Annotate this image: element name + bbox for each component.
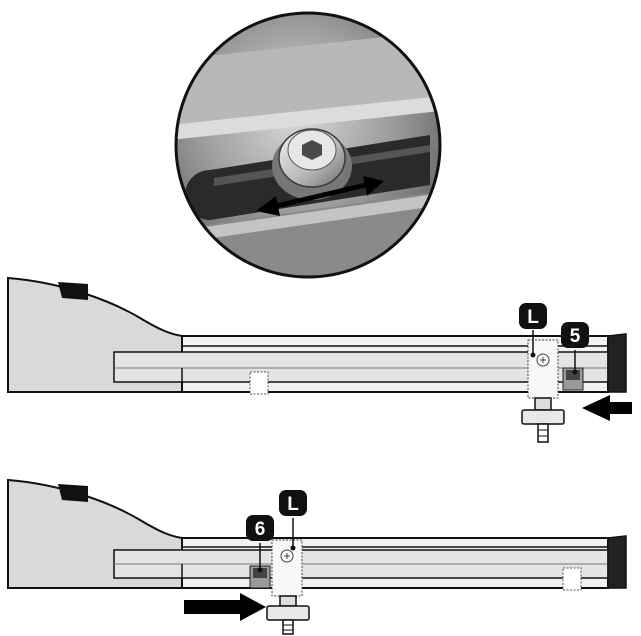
- callout-top-lock-label: L: [527, 307, 539, 328]
- callout-top-stop: 5: [561, 322, 589, 375]
- callout-bottom-lock: L: [279, 490, 307, 551]
- hex-socket-screw: [272, 128, 352, 200]
- bolt-assembly-top: [521, 397, 565, 443]
- rail-assembly-top: L 5: [7, 276, 632, 443]
- callout-top-lock: L: [519, 303, 547, 358]
- stop-block-top: [562, 367, 584, 391]
- callout-bottom-lock-label: L: [287, 494, 299, 515]
- carriage-block-bottom: [271, 539, 303, 597]
- double-headed-arrow-icon: [256, 176, 384, 216]
- right-arrow-icon: [184, 593, 266, 621]
- callout-bottom-stop: 6: [246, 515, 274, 573]
- right-arrow-icon: [582, 395, 632, 421]
- callout-bottom-stop-label: 6: [255, 519, 266, 540]
- bolt-assembly-bottom: [266, 595, 310, 635]
- rail-assembly-bottom: L 6: [7, 478, 627, 635]
- detail-magnifier: [174, 11, 442, 279]
- callout-top-stop-label: 5: [570, 326, 581, 347]
